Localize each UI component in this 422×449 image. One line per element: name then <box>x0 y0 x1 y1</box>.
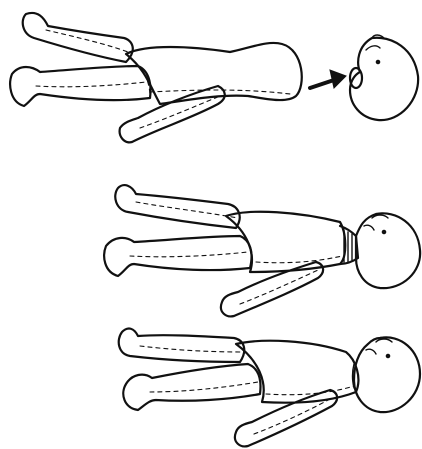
step-2-torso-stitch <box>256 256 342 263</box>
step-1-lower-leg-stitch <box>36 82 146 87</box>
step-1-unassembled <box>10 13 418 142</box>
step-3-torso <box>236 341 358 403</box>
step-2-gathered-neck <box>104 185 420 316</box>
step-3-lower-leg <box>123 364 260 410</box>
step-3-lower-leg-stitch <box>150 382 258 392</box>
step-2-head <box>356 213 420 288</box>
step-1-head <box>350 35 418 120</box>
step-1-torso <box>126 43 302 104</box>
step-3-finished <box>119 329 420 447</box>
step-2-upper-leg <box>115 185 239 228</box>
step-3-head <box>353 337 421 412</box>
step-3-torso-stitch <box>266 386 354 395</box>
step-2-torso <box>226 212 345 272</box>
step-2-lower-leg-stitch <box>130 252 248 257</box>
step-1-lower-leg <box>10 66 150 106</box>
step-3-upper-leg <box>119 329 245 362</box>
step-3-upper-leg-stitch <box>140 346 242 352</box>
step-1-torso-stitch <box>150 90 290 94</box>
step-3-arm <box>235 390 337 446</box>
step-2-lower-leg <box>104 236 251 276</box>
arrow-right-icon <box>310 70 346 88</box>
step-1-arm <box>120 86 225 142</box>
